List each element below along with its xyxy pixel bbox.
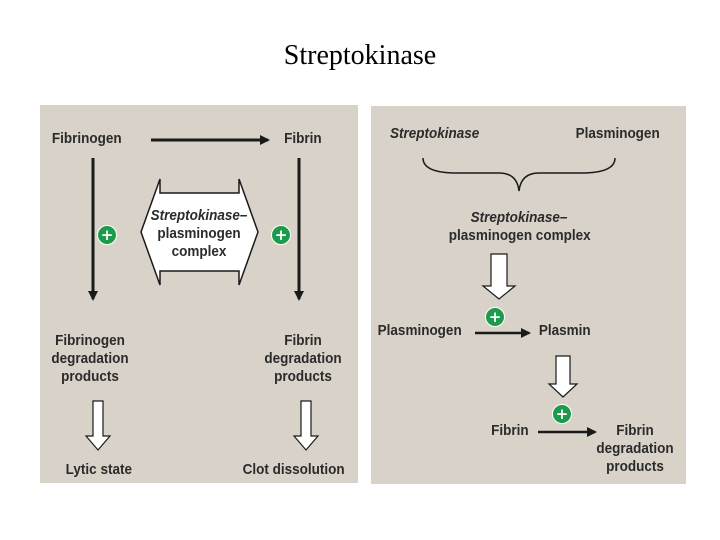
fibrinogen-label: Fibrinogen (51, 130, 122, 147)
plus-badge-plasmin: + (485, 307, 505, 327)
lytic-state-hollow-arrow (84, 400, 112, 451)
fibrin-dp-label-line1: Fibrin (616, 422, 654, 439)
plasminogen-mid-label: Plasminogen (377, 322, 462, 339)
streptokinase-label: Streptokinase (389, 125, 480, 142)
plasmin-to-fibrin-hollow-arrow (547, 355, 579, 398)
left-panel: Fibrinogen Fibrin Streptokinase– plasmin… (40, 105, 358, 483)
fibrin-dp-label-line2: degradation (596, 440, 674, 457)
plus-badge-right: + (271, 225, 291, 245)
fibrin-label: Fibrin (284, 130, 322, 147)
fibrin-dp-label-line1: Fibrin (284, 332, 322, 349)
plasmin-label: Plasmin (538, 322, 591, 339)
fdp-label-line2: degradation (51, 350, 129, 367)
lytic-state-label: Lytic state (65, 461, 132, 478)
complex-to-plasminogen-hollow-arrow (481, 253, 517, 300)
complex-label-line1: Streptokinase– (150, 207, 248, 224)
fibrin-dp-label-line2: degradation (264, 350, 342, 367)
plus-badge-left: + (97, 225, 117, 245)
plasminogen-top-label: Plasminogen (575, 125, 660, 142)
right-panel-arrows (422, 157, 616, 437)
plus-badge-fibrin: + (552, 404, 572, 424)
fibrin-label: Fibrin (491, 422, 529, 439)
clot-dissolution-hollow-arrow (292, 400, 320, 451)
fibrin-dp-label-line3: products (606, 458, 664, 475)
combine-brace (422, 157, 616, 192)
complex-label-line3: complex (171, 243, 227, 260)
fdp-label-line1: Fibrinogen (55, 332, 125, 349)
clot-dissolution-label: Clot dissolution (242, 461, 345, 478)
complex-label-line1: Streptokinase– (470, 209, 568, 226)
complex-double-block-arrow (140, 178, 259, 286)
fibrin-dp-label-line3: products (274, 368, 332, 385)
complex-label-line2: plasminogen (157, 225, 241, 242)
fdp-label-line3: products (61, 368, 119, 385)
right-panel: Streptokinase Plasminogen Streptokinase–… (371, 106, 686, 484)
complex-label-line2: plasminogen complex (448, 227, 591, 244)
left-panel-arrows (84, 135, 320, 451)
slide-title: Streptokinase (283, 40, 437, 71)
